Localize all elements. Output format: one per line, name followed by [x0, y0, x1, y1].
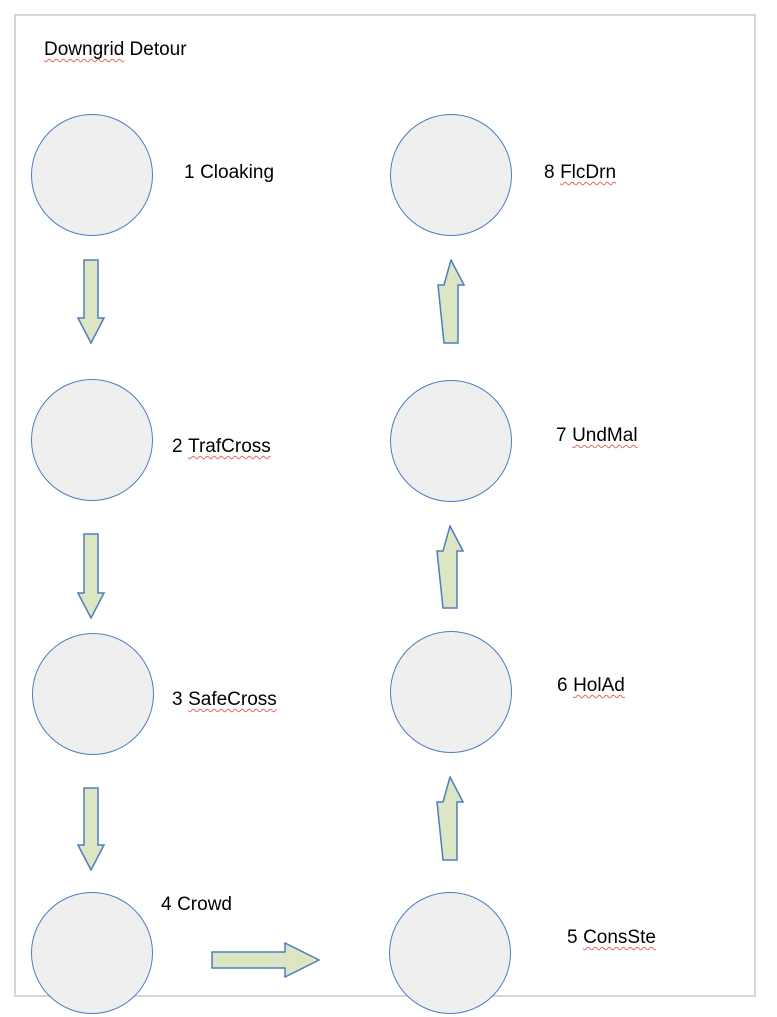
node-label-word: Cloaking	[200, 162, 275, 183]
node-circle-4[interactable]	[31, 892, 153, 1014]
node-label-num: 5	[567, 927, 578, 948]
node-circle-8[interactable]	[390, 114, 512, 236]
diagram-title: Downgrid Detour	[44, 38, 187, 61]
node-label-word: ConsSte	[583, 927, 656, 948]
arrow-up-5-to-6-icon[interactable]	[436, 776, 464, 861]
node-label-num: 3	[172, 689, 183, 710]
node-label-num: 8	[544, 162, 555, 183]
node-label-word: UndMal	[572, 425, 638, 446]
arrow-down-2-to-3-icon[interactable]	[77, 533, 105, 619]
title-rest: Detour	[124, 39, 187, 60]
node-circle-6[interactable]	[390, 631, 512, 753]
arrow-up-7-to-8-icon[interactable]	[437, 259, 465, 344]
node-label-word: TrafCross	[188, 436, 271, 457]
arrow-down-1-to-2-icon[interactable]	[77, 259, 105, 344]
node-label-num: 2	[172, 436, 183, 457]
node-circle-3[interactable]	[32, 633, 154, 755]
node-circle-1[interactable]	[31, 114, 153, 236]
node-label-num: 1	[184, 162, 195, 183]
node-label-word: SafeCross	[188, 689, 277, 710]
arrow-down-3-to-4-icon[interactable]	[77, 787, 105, 871]
node-label-word: Crowd	[177, 894, 232, 915]
arrow-right-4-to-5-icon[interactable]	[211, 941, 321, 979]
node-label-num: 6	[557, 675, 568, 696]
node-label-num: 4	[161, 894, 172, 915]
arrow-up-6-to-7-icon[interactable]	[436, 525, 464, 609]
node-circle-2[interactable]	[31, 379, 153, 501]
node-circle-7[interactable]	[390, 380, 512, 502]
node-circle-5[interactable]	[389, 892, 511, 1014]
title-misspelled-word: Downgrid	[44, 39, 125, 60]
node-label-num: 7	[556, 425, 567, 446]
node-label-word: FlcDrn	[560, 162, 617, 183]
node-label-word: HolAd	[573, 675, 625, 696]
